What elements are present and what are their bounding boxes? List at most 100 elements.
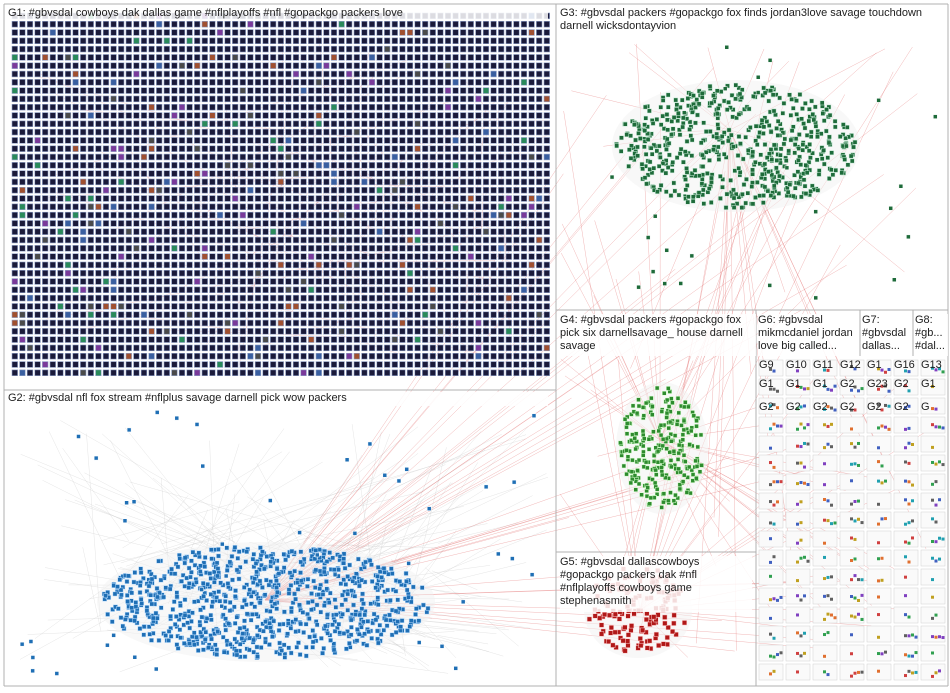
node-g1 — [324, 179, 330, 185]
node-g1 — [316, 345, 322, 351]
node-g2 — [171, 607, 175, 611]
node-g1 — [73, 138, 79, 144]
node-g2 — [211, 600, 215, 604]
node-g1 — [498, 337, 504, 343]
node-g1 — [407, 237, 413, 243]
node-g1 — [354, 212, 360, 218]
node-g1 — [354, 370, 360, 376]
node-g2 — [204, 630, 208, 634]
node-g2 — [155, 595, 159, 599]
node-g1 — [521, 113, 527, 119]
node-g1 — [460, 196, 466, 202]
node-g2 — [312, 579, 316, 583]
node-g1 — [50, 129, 56, 135]
node-g1 — [202, 113, 208, 119]
node-g2 — [174, 614, 178, 618]
node-g3 — [769, 130, 773, 134]
node-g1 — [73, 345, 79, 351]
node-g1 — [232, 129, 238, 135]
node-g1 — [278, 270, 284, 276]
node-g1 — [35, 345, 41, 351]
node-g1 — [301, 287, 307, 293]
node-g1 — [96, 63, 102, 69]
node-g1 — [324, 138, 330, 144]
node-g1 — [278, 254, 284, 260]
node-g1 — [202, 154, 208, 160]
node-g1 — [377, 179, 383, 185]
node-g1 — [88, 138, 94, 144]
node-g1 — [126, 162, 132, 168]
node-g1 — [384, 38, 390, 44]
node-g1 — [179, 254, 185, 260]
node-g1 — [270, 262, 276, 268]
node-g1 — [453, 162, 459, 168]
node-g1 — [210, 171, 216, 177]
node-g1 — [134, 179, 140, 185]
node-g1 — [248, 362, 254, 368]
node-g3 — [787, 93, 791, 97]
node-g1 — [12, 320, 18, 326]
node-g1 — [263, 113, 269, 119]
node-g1 — [42, 320, 48, 326]
node-g1 — [324, 362, 330, 368]
node-g1 — [134, 270, 140, 276]
node-g1 — [255, 312, 261, 318]
node-g1 — [187, 179, 193, 185]
node-g1 — [400, 63, 406, 69]
node-g1 — [354, 270, 360, 276]
node-g1 — [308, 154, 314, 160]
node-g1 — [392, 345, 398, 351]
node-g2 — [183, 584, 187, 588]
node-g1 — [50, 187, 56, 193]
node-g1 — [308, 212, 314, 218]
node-g1 — [255, 262, 261, 268]
node-g1 — [240, 71, 246, 77]
node-g1 — [491, 162, 497, 168]
node-g1 — [134, 154, 140, 160]
node-g2 — [346, 592, 350, 596]
node-g1 — [187, 204, 193, 210]
node-g1 — [453, 229, 459, 235]
node-g1 — [255, 162, 261, 168]
node-g1 — [468, 328, 474, 334]
node-g1 — [278, 138, 284, 144]
node-g3 — [657, 144, 661, 148]
node-g1 — [536, 121, 542, 127]
node-g1 — [164, 71, 170, 77]
node-g1 — [134, 304, 140, 310]
node-g1 — [369, 262, 375, 268]
node-g1 — [415, 328, 421, 334]
node-g1 — [240, 304, 246, 310]
node-g1 — [392, 138, 398, 144]
node-g1 — [536, 129, 542, 135]
node-g1 — [187, 171, 193, 177]
node-g1 — [339, 79, 345, 85]
node-g1 — [172, 345, 178, 351]
node-g1 — [339, 46, 345, 52]
node-g1 — [80, 312, 86, 318]
node-g2 — [209, 548, 213, 552]
node-g1 — [58, 104, 64, 110]
node-g1 — [407, 138, 413, 144]
node-g2 — [115, 585, 119, 589]
node-g1 — [111, 279, 117, 285]
node-g1 — [293, 38, 299, 44]
node-g1 — [27, 345, 33, 351]
node-g1 — [210, 320, 216, 326]
node-g1 — [453, 328, 459, 334]
node-g1 — [103, 146, 109, 152]
node-g1 — [80, 337, 86, 343]
node-g1 — [514, 254, 520, 260]
node-g2 — [282, 552, 286, 556]
node-g1 — [506, 104, 512, 110]
node-g1 — [20, 154, 26, 160]
node-g1 — [96, 104, 102, 110]
node-g2 — [133, 570, 137, 574]
node-g1 — [73, 71, 79, 77]
node-g1 — [514, 121, 520, 127]
node-g1 — [407, 55, 413, 61]
node-g1 — [453, 304, 459, 310]
node-g1 — [35, 63, 41, 69]
node-g1 — [240, 204, 246, 210]
node-g1 — [103, 320, 109, 326]
